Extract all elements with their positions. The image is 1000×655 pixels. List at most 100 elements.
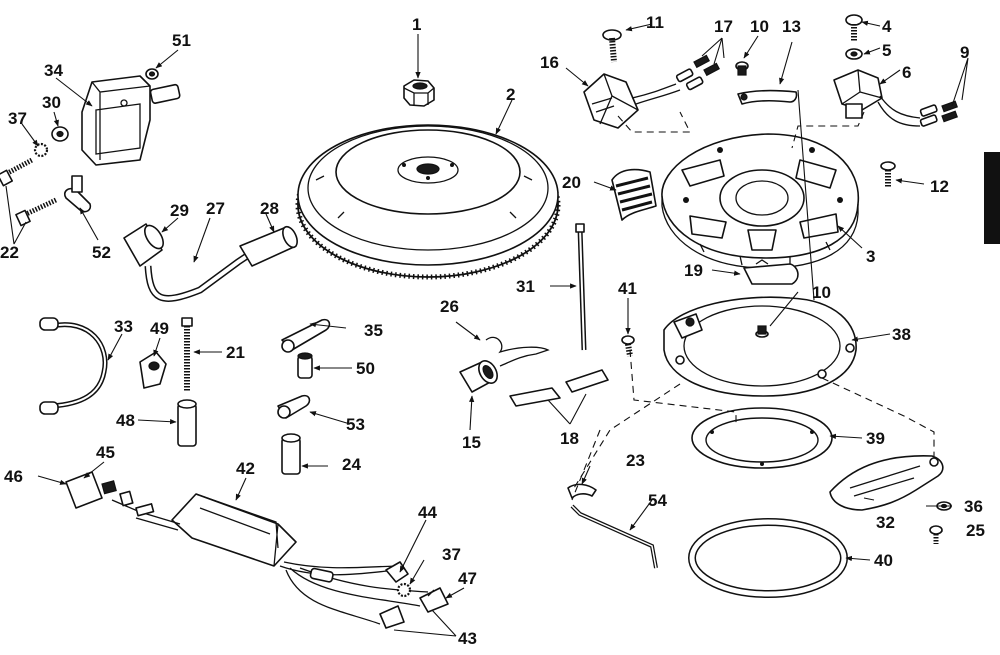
flywheel-nut xyxy=(403,79,435,107)
label-47: 47 xyxy=(458,569,477,588)
link-arm-lower xyxy=(277,394,311,419)
clamp-ring xyxy=(688,516,848,598)
label-20: 20 xyxy=(562,173,581,192)
cable-clamp xyxy=(139,351,167,389)
label-44: 44 xyxy=(418,503,437,522)
label-13: 13 xyxy=(782,17,801,36)
label-37-top: 37 xyxy=(8,109,27,128)
label-34: 34 xyxy=(44,61,63,80)
throttle-arm xyxy=(829,455,944,511)
coil-screw-top xyxy=(602,29,622,63)
label-32: 32 xyxy=(876,513,895,532)
label-10-center: 10 xyxy=(812,283,831,302)
label-17: 17 xyxy=(714,17,733,36)
label-4: 4 xyxy=(882,17,892,36)
sensor-screw xyxy=(845,14,863,42)
label-10-top: 10 xyxy=(750,17,769,36)
label-25: 25 xyxy=(966,521,985,540)
sleeves xyxy=(509,369,609,407)
label-48: 48 xyxy=(116,411,135,430)
coil-washer xyxy=(145,68,159,80)
label-40: 40 xyxy=(874,551,893,570)
long-screw xyxy=(181,317,193,392)
label-5: 5 xyxy=(882,41,891,60)
flat-washer xyxy=(51,126,69,142)
ring-terminal xyxy=(385,561,409,583)
label-37-bottom: 37 xyxy=(442,545,461,564)
assembly-guide-lines xyxy=(571,111,935,501)
label-29: 29 xyxy=(170,201,189,220)
label-31: 31 xyxy=(516,277,535,296)
label-12: 12 xyxy=(930,177,949,196)
ground-clip xyxy=(63,175,92,213)
retainer-plate xyxy=(737,89,798,105)
label-51: 51 xyxy=(172,31,191,50)
label-19: 19 xyxy=(684,261,703,280)
ignition-coil xyxy=(81,75,181,166)
arm-screw-25 xyxy=(929,525,943,544)
label-23: 23 xyxy=(626,451,645,470)
label-39: 39 xyxy=(866,429,885,448)
lighting-coil xyxy=(611,168,657,221)
timer-screw-10 xyxy=(755,325,769,338)
base-screw-41 xyxy=(621,335,635,357)
rod-clip xyxy=(567,483,597,499)
sensor-mount-19 xyxy=(743,259,799,285)
flywheel xyxy=(295,124,561,280)
link-arm xyxy=(281,318,331,353)
tie-strap xyxy=(575,223,587,351)
label-21: 21 xyxy=(226,343,245,362)
label-9: 9 xyxy=(960,43,969,62)
spark-plug-lead xyxy=(123,223,298,302)
label-6: 6 xyxy=(902,63,911,82)
label-42: 42 xyxy=(236,459,255,478)
link-rod xyxy=(570,504,658,569)
label-2: 2 xyxy=(506,85,515,104)
label-27: 27 xyxy=(206,199,225,218)
spacer xyxy=(177,399,197,447)
label-43: 43 xyxy=(458,629,477,648)
label-33: 33 xyxy=(114,317,133,336)
label-22: 22 xyxy=(0,243,19,262)
part-number-labels: 1 2 3 4 5 6 9 10 10 11 12 13 15 16 17 18… xyxy=(0,13,985,648)
connector-plug xyxy=(459,360,498,393)
sensor-washer xyxy=(845,48,863,60)
power-pack xyxy=(171,493,297,567)
link-bushing xyxy=(297,352,313,379)
label-28: 28 xyxy=(260,199,279,218)
harness-plug xyxy=(65,471,155,517)
charge-coil xyxy=(583,54,720,129)
stator-screw xyxy=(880,161,896,188)
label-11: 11 xyxy=(646,13,664,32)
label-45: 45 xyxy=(96,443,115,462)
lock-washer xyxy=(33,142,49,158)
label-36: 36 xyxy=(964,497,983,516)
label-41: 41 xyxy=(618,279,637,298)
label-15: 15 xyxy=(462,433,481,452)
label-24: 24 xyxy=(342,455,361,474)
label-52: 52 xyxy=(92,243,111,262)
label-46: 46 xyxy=(4,467,23,486)
label-38: 38 xyxy=(892,325,911,344)
ground-strap xyxy=(39,317,108,415)
retainer-spring xyxy=(485,336,550,367)
label-1: 1 xyxy=(412,15,421,34)
label-50: 50 xyxy=(356,359,375,378)
bullet-connectors xyxy=(379,587,449,629)
leader-lines xyxy=(5,20,969,637)
label-3: 3 xyxy=(866,247,875,266)
label-35: 35 xyxy=(364,321,383,340)
label-16: 16 xyxy=(540,53,559,72)
link-spacer xyxy=(281,433,301,475)
label-26: 26 xyxy=(440,297,459,316)
page-edge-tab xyxy=(984,152,1000,244)
label-49: 49 xyxy=(150,319,169,338)
sensor-coil xyxy=(833,69,958,127)
small-screw-10 xyxy=(735,61,749,76)
timer-base xyxy=(663,296,857,397)
label-18: 18 xyxy=(560,429,579,448)
label-30: 30 xyxy=(42,93,61,112)
stator xyxy=(661,133,860,269)
coil-screws xyxy=(0,157,58,227)
